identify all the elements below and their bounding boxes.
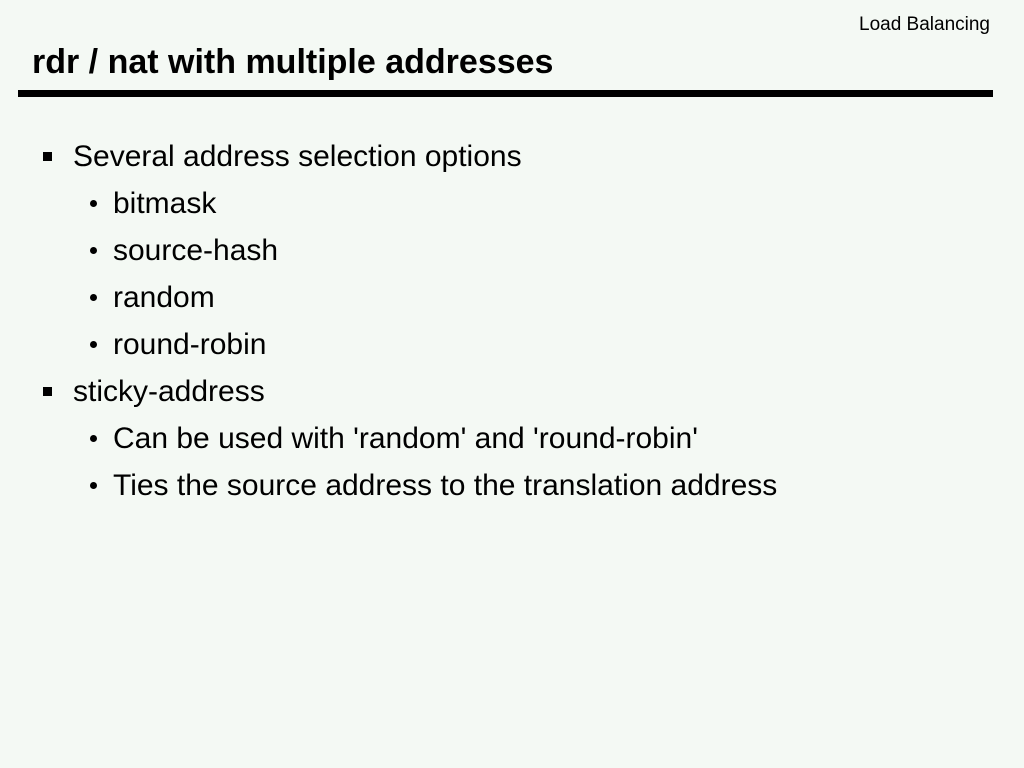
list-item-text: sticky-address — [73, 374, 265, 408]
list-item-text: Several address selection options — [73, 139, 522, 173]
slide-corner-label: Load Balancing — [859, 14, 990, 35]
list-item: source-hash — [0, 227, 1024, 274]
list-item: round-robin — [0, 321, 1024, 368]
bullet-list: Several address selection options bitmas… — [0, 133, 1024, 509]
square-bullet-icon — [43, 152, 52, 161]
square-bullet-icon — [43, 387, 52, 396]
list-item-text: random — [113, 280, 215, 314]
round-bullet-icon — [90, 294, 97, 301]
round-bullet-icon — [90, 247, 97, 254]
list-item: sticky-address — [0, 368, 1024, 415]
list-item: bitmask — [0, 180, 1024, 227]
list-item-text: Ties the source address to the translati… — [113, 468, 778, 502]
round-bullet-icon — [90, 435, 97, 442]
title-rule-divider — [18, 90, 993, 97]
list-item-text: source-hash — [113, 233, 279, 267]
list-item: Can be used with 'random' and 'round-rob… — [0, 415, 1024, 462]
list-item-text: round-robin — [113, 327, 267, 361]
round-bullet-icon — [90, 482, 97, 489]
list-item-text: Can be used with 'random' and 'round-rob… — [113, 421, 698, 455]
list-item-text: bitmask — [113, 186, 217, 220]
list-item: Several address selection options — [0, 133, 1024, 180]
slide-title: rdr / nat with multiple addresses — [32, 43, 554, 81]
list-item: Ties the source address to the translati… — [0, 462, 1024, 509]
round-bullet-icon — [90, 341, 97, 348]
round-bullet-icon — [90, 200, 97, 207]
list-item: random — [0, 274, 1024, 321]
